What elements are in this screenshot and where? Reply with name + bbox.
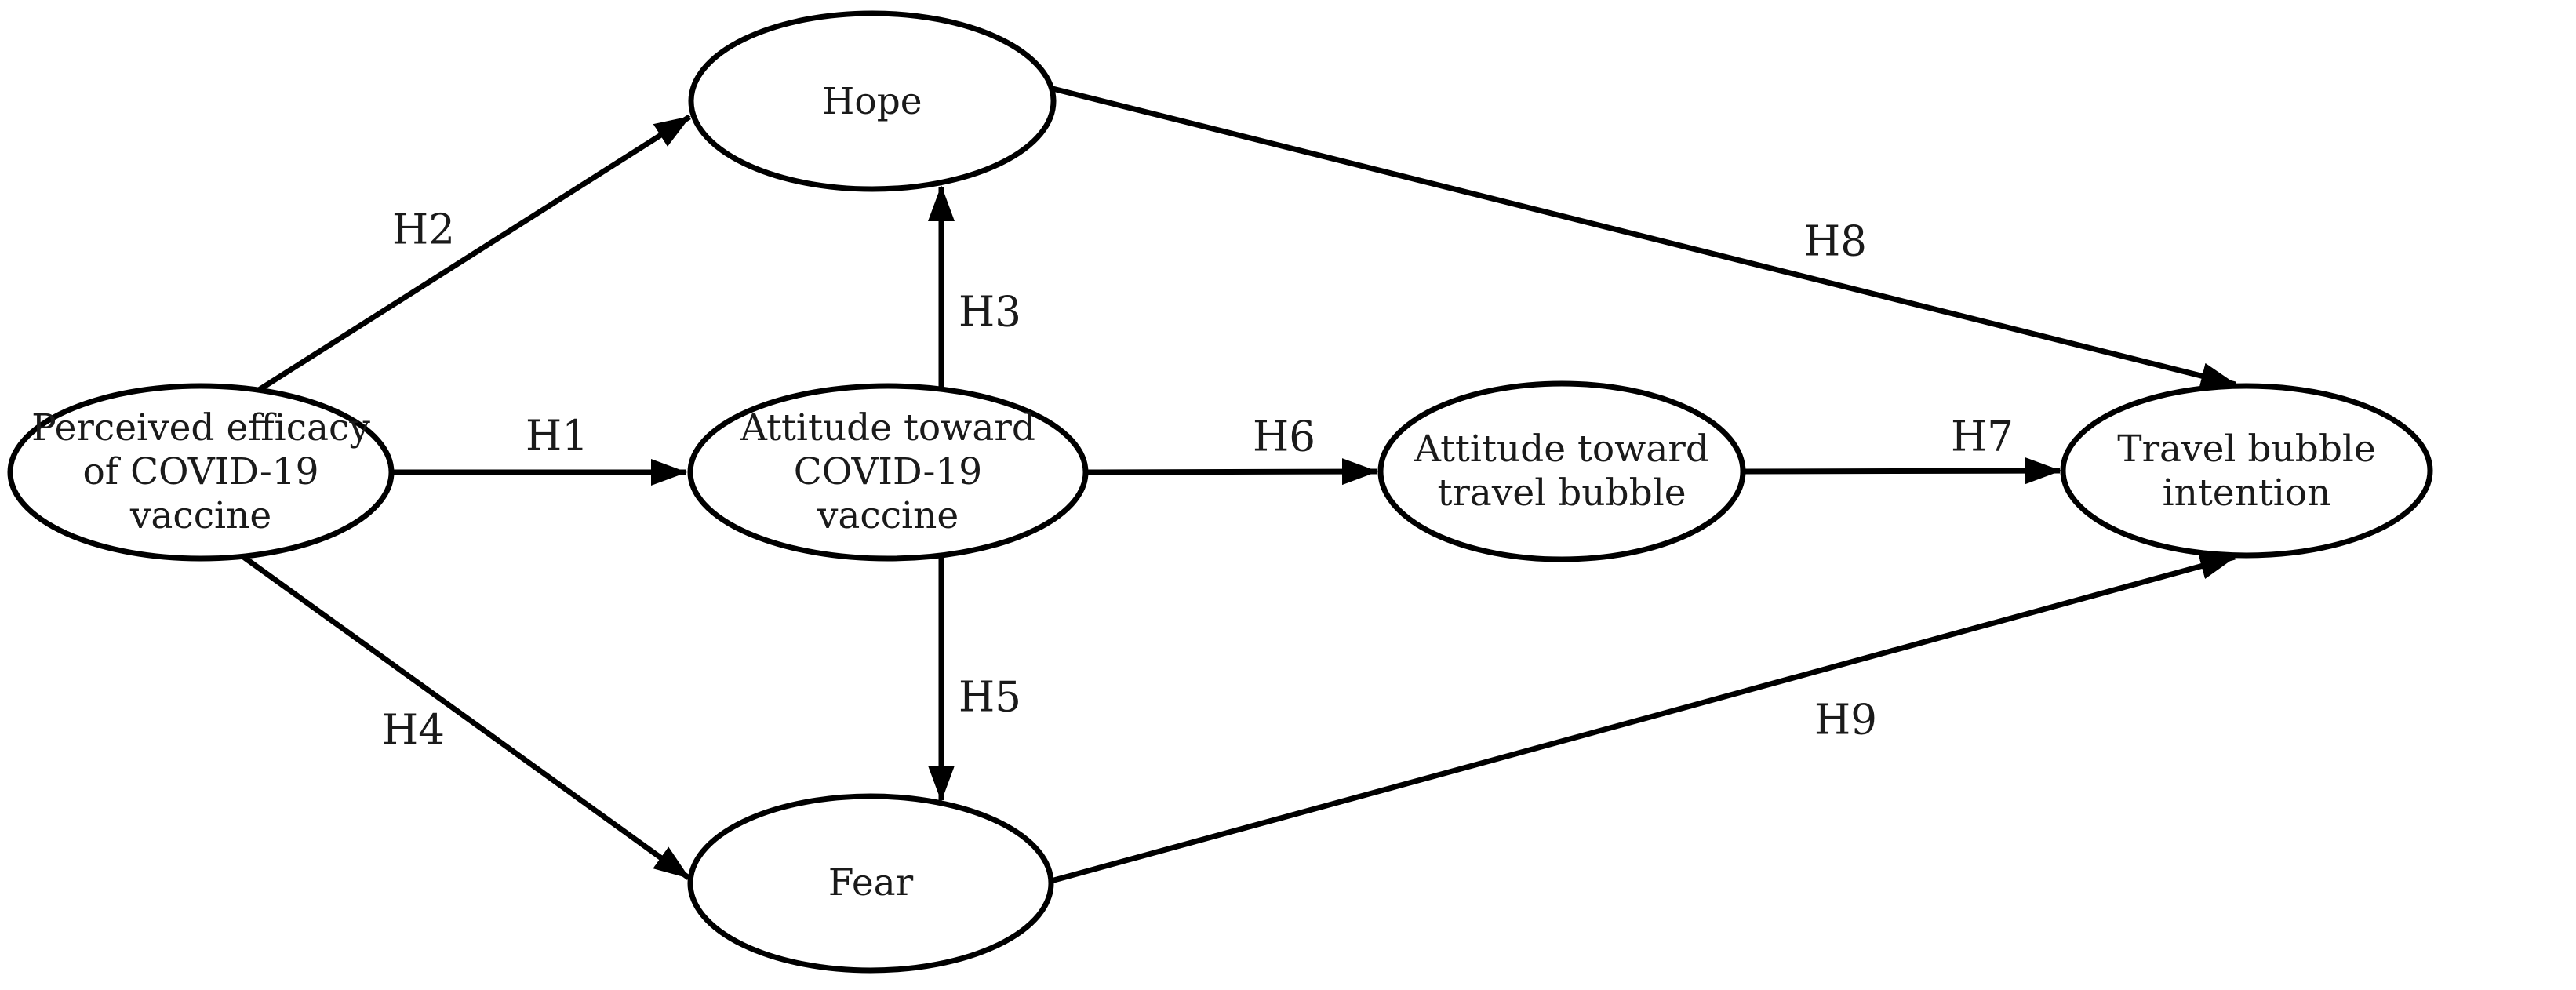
ellipse-fear [687,793,1054,974]
edge-label-h4: H4 [382,706,445,755]
edge-h4-arrow [240,554,691,880]
edge-label-h3: H3 [959,288,1021,337]
edge-label-h7: H7 [1951,413,2014,461]
node-label-attitude-vaccine: Attitude toward COVID-19 vaccine [740,406,1035,537]
ellipse-attitude-bubble [1377,380,1746,562]
edge-h6-arrow [1086,458,1378,486]
edge-label-h8: H8 [1804,217,1867,266]
edge-label-h1: H1 [526,412,588,460]
edge-label-h9: H9 [1814,696,1877,744]
node-label-perceived-efficacy: Perceived efficacy of COVID-19 vaccine [31,406,370,537]
ellipse-hope [688,10,1057,192]
node-label-attitude-bubble: Attitude toward travel bubble [1414,428,1709,515]
ellipse-perceived-efficacy [7,383,395,562]
node-label-fear: Fear [828,861,914,904]
ellipse-attitude-vaccine [687,383,1089,562]
node-ellipses [7,10,2433,974]
edge-label-h2: H2 [392,206,455,254]
node-label-hope: Hope [822,80,922,123]
ellipse-travel-intention [2060,383,2433,559]
edge-label-h5: H5 [959,673,1021,722]
edge-label-h6: H6 [1253,413,1315,461]
node-label-travel-intention: Travel bubble intention [2117,428,2376,515]
edge-h2-arrow [257,115,691,392]
edge-h9-arrow [1050,553,2236,884]
edge-arrows [240,86,2237,884]
edge-h8-arrow [1052,86,2237,389]
